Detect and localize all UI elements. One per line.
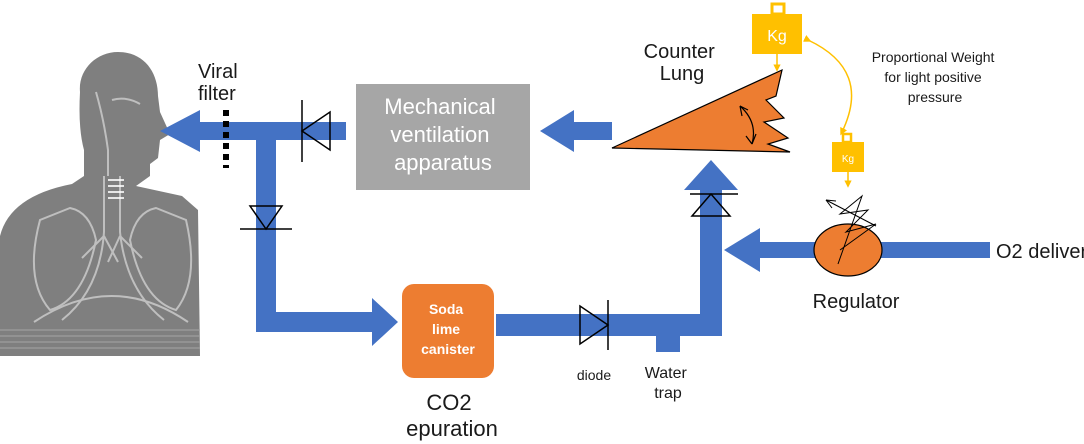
water-trap-icon [656,336,680,352]
viral-filter-label-1: Viral [198,61,238,83]
patient-silhouette-icon [0,52,200,356]
diode-expiratory-icon [240,205,292,231]
proportional-weight-label-2: for light positive [884,69,981,85]
soda-lime-line-3: canister [421,341,475,357]
co2-epuration-label-1: CO2 [426,390,471,415]
o2-delivery-label: O2 delivery [996,241,1084,263]
diode-inspiratory-icon [300,100,331,162]
regulator-label: Regulator [813,291,900,313]
viral-filter-label-2: filter [198,83,236,105]
mechanical-ventilation-line-3: apparatus [394,150,492,175]
svg-text:Proportional Weight for li: Proportional Weight for light positive p… [872,49,999,105]
pipe-to-apparatus-arrow [540,110,612,152]
proportional-weight-label-1: Proportional Weight [872,49,995,65]
proportional-weight-label-3: pressure [908,89,963,105]
mechanical-ventilation-line-1: Mechanical [384,94,495,119]
counter-lung-icon [611,68,791,153]
svg-text:Counter Lung: Counter Lung [644,41,721,85]
weight-transfer-arrow-icon [803,35,853,136]
pipe-to-canister-arrow [256,298,398,346]
regulator-icon [813,194,883,277]
co2-epuration-label-2: epuration [406,416,498,441]
weight-small-icon [832,132,864,188]
counter-lung-label-1: Counter [644,41,715,63]
pipe-canister-out [496,314,700,336]
mechanical-ventilation-line-2: ventilation [390,122,489,147]
weight-large-label: Kg [767,28,787,45]
svg-text:CO2 epuration: CO2 epuration [406,390,498,441]
soda-lime-line-1: Soda [429,301,463,317]
soda-lime-canister-box [402,284,494,378]
diode-label: diode [577,367,611,383]
pipe-expiratory-vertical [256,140,276,332]
pipe-to-patient-arrow [160,110,346,152]
soda-lime-line-2: lime [432,321,460,337]
svg-text:Viral filter: Viral filter [198,61,243,105]
weight-large-icon [752,2,802,72]
counter-lung-label-2: Lung [660,63,705,85]
diode-canister-out-icon [579,300,610,350]
water-trap-label-2: trap [654,385,682,402]
svg-text:Soda lime canister: Soda lime canister [421,301,475,357]
weight-small-label: Kg [842,154,854,165]
pipe-riser-arrow [684,160,738,336]
svg-text:Mechanical ventilation: Mechanical ventilation apparatus [384,94,501,175]
valves [240,100,738,350]
svg-text:Water trap: Water trap [645,365,692,402]
diode-riser-icon [690,192,738,217]
mechanical-ventilation-box [356,84,530,190]
water-trap-label-1: Water [645,365,688,382]
